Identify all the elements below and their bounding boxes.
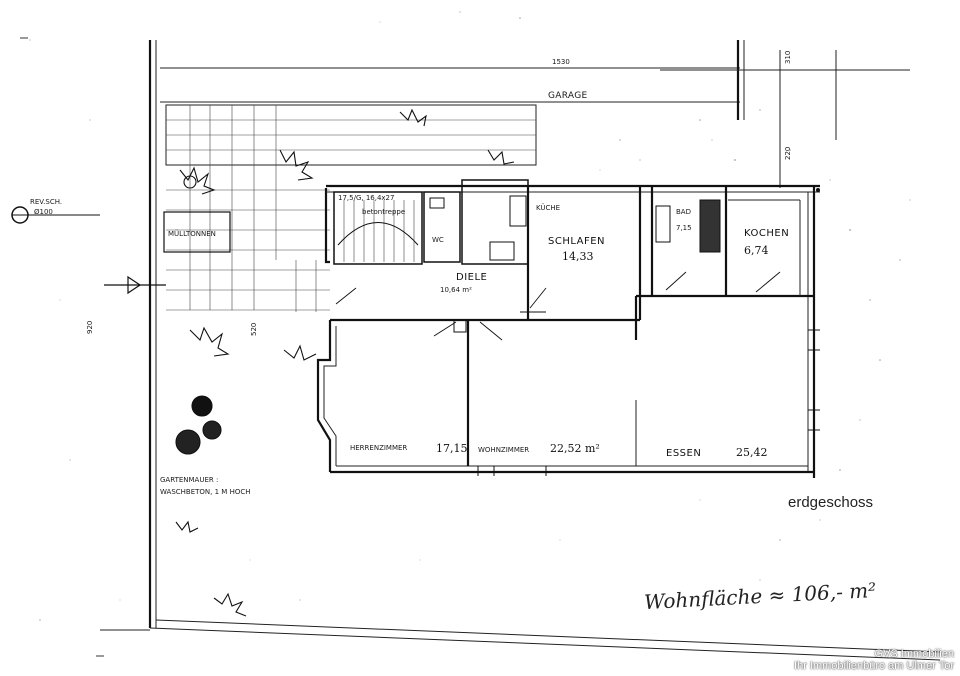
waste-bin-area: MÜLLTONNEN [163,211,231,253]
shrub-icon [179,166,216,195]
bad-area: 7,15 [676,224,692,232]
property-boundary [100,40,941,661]
dimensions-left: 920 520 [86,321,258,336]
gartenmauer-line-2: WASCHBETON, 1 M HOCH [160,488,251,496]
muelltonnen-label: MÜLLTONNEN [168,229,216,238]
dimension-right-1: 310 [784,51,792,64]
garage-dimension: 1530 [552,58,570,66]
herrenzimmer-area: 17,15 [436,442,468,455]
stairs-note: betontreppe [362,208,405,216]
inspection-shaft: REV.SCH. Ø100 [11,198,100,224]
watermark-company: GVS Immobilien [874,648,954,660]
floor-label: erdgeschoss [788,494,874,511]
garage-label: GARAGE [548,91,587,101]
wohnzimmer-area: 22,52 m² [550,442,600,455]
watermark: GVS Immobilien Ihr Immobilienbüro am Ulm… [794,648,954,672]
herrenzimmer-label: HERRENZIMMER [350,444,407,452]
essen-area: 25,42 [736,446,768,459]
kueche-label: KÜCHE [536,203,560,212]
dimension-left: 920 [86,321,94,334]
stairs-label: 17,5/G, 16,4x27 [338,194,394,202]
shrub-icon [175,520,199,533]
essen-label: ESSEN [666,448,701,459]
shrub-icon [283,344,317,361]
shrub-icon [279,149,314,181]
diele-label: DIELE [456,272,487,283]
garden-wall-note: GARTENMAUER : WASCHBETON, 1 M HOCH [160,476,251,496]
scan-noise [29,11,911,621]
watermark-tagline: Ihr Immobilienbüro am Ulmer Tor [794,660,954,672]
dimension-yard: 520 [250,323,258,336]
kochen-label: KOCHEN [744,228,789,239]
schlafen-area: 14,33 [562,250,594,263]
rev-sch-dimension: Ø100 [34,208,53,216]
bad-label: BAD [676,208,691,216]
gartenmauer-line-1: GARTENMAUER : [160,476,218,484]
paving-grid [165,104,537,312]
entry-arrow [104,275,166,295]
diele-area: 10,64 m² [440,286,472,294]
rev-sch-label: REV.SCH. [30,198,62,206]
shrub-icon [399,108,427,127]
wc-label: WC [432,236,444,244]
house-walls [316,179,820,478]
shrub-icon [213,592,247,617]
dimension-right-2: 220 [784,147,792,160]
schlafen-label: SCHLAFEN [548,236,605,247]
shrub-icon [175,395,222,455]
room-labels: 17,5/G, 16,4x27 betontreppe WC KÜCHE SCH… [338,194,789,459]
garage: 1530 GARAGE 310 220 [160,40,910,188]
shrub-icon [487,149,515,165]
corner-marks [20,37,104,657]
wohnzimmer-label: WOHNZIMMER [478,446,529,454]
kochen-area: 6,74 [744,244,769,257]
shrub-icon [189,326,230,357]
garden-plants [175,108,515,617]
